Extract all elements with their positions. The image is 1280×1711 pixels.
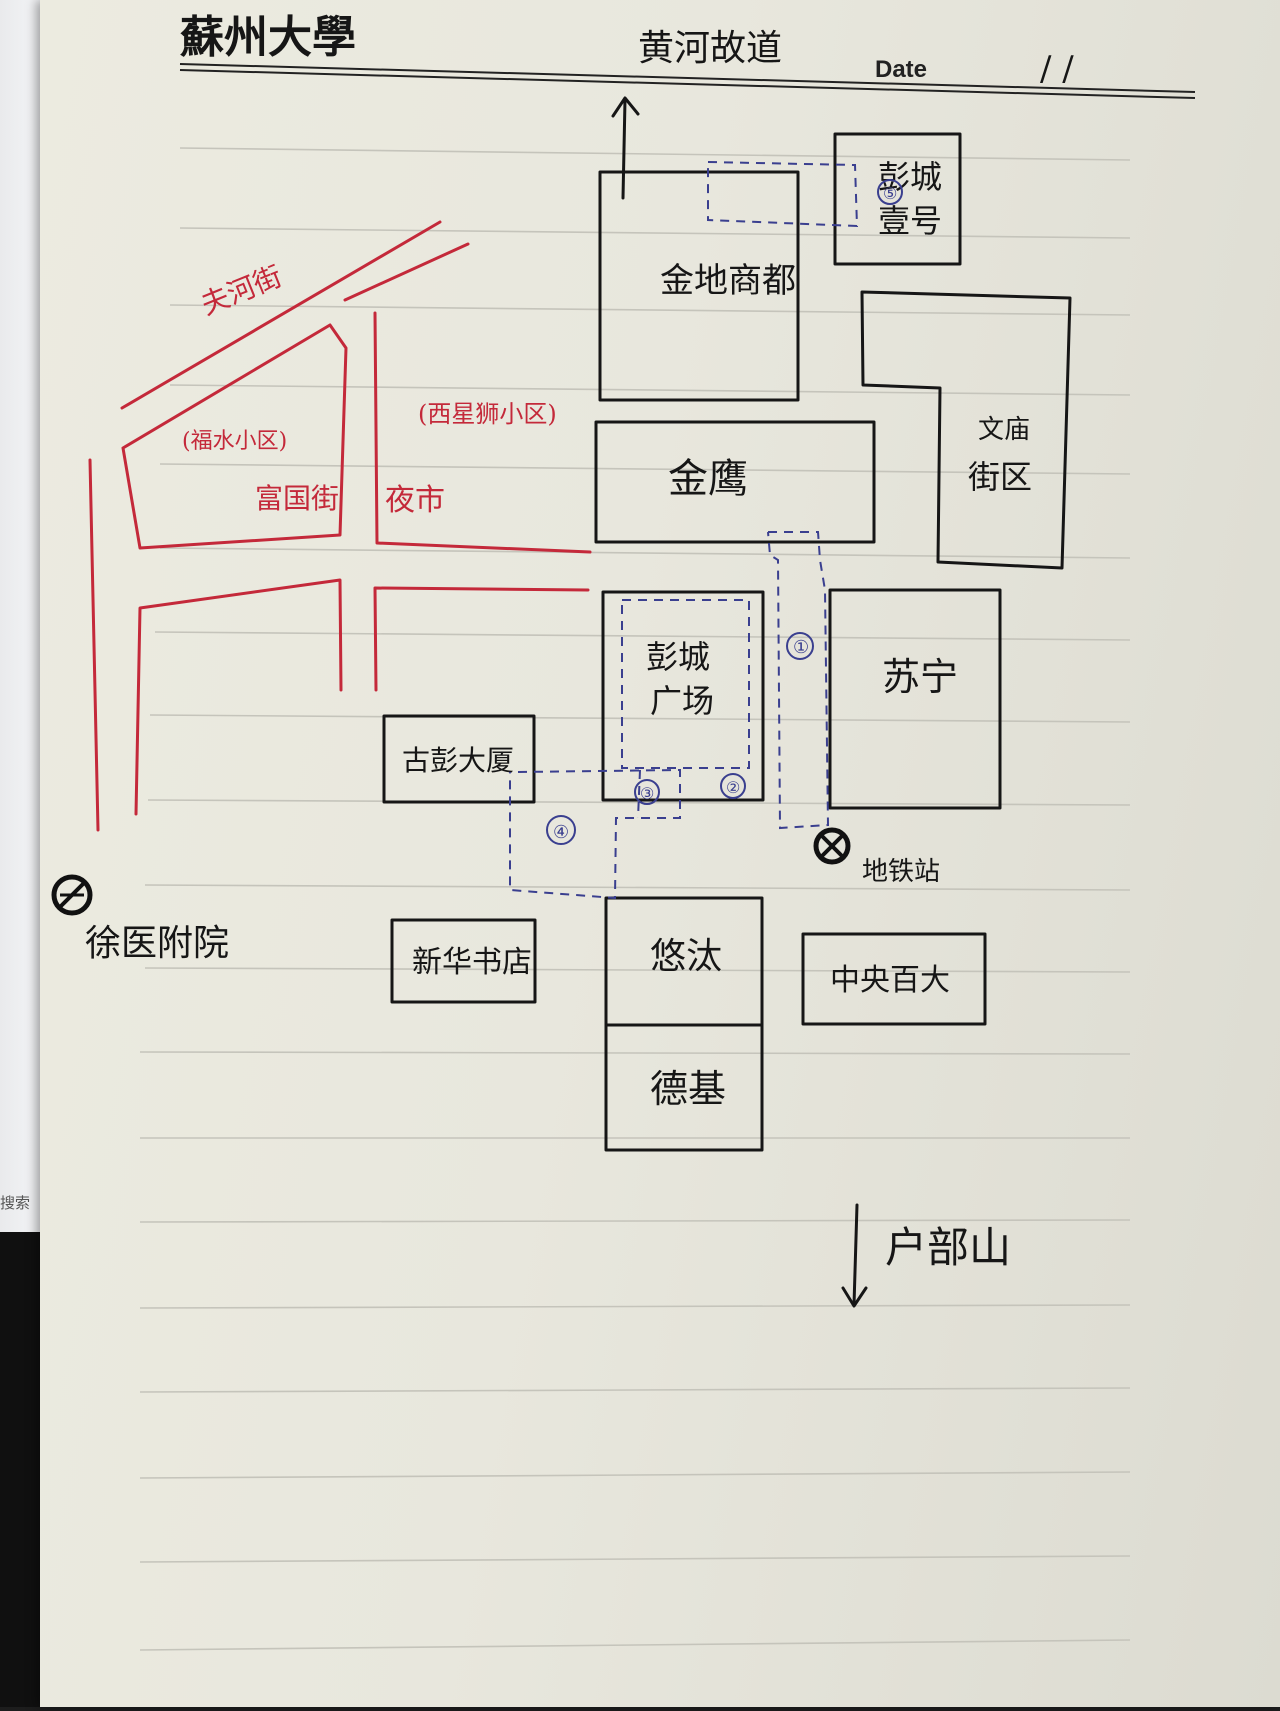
building-label: 德基 <box>650 1067 726 1111</box>
header-rule-bottom <box>179 69 1196 99</box>
block-outline <box>134 578 343 816</box>
university-logo: 蘇州大學 <box>180 12 356 63</box>
building-deji <box>604 1023 764 1152</box>
building-label: 街区 <box>968 458 1032 496</box>
marker-label: ③ <box>640 784 654 803</box>
passage-5 <box>707 161 859 228</box>
building-gupeng <box>382 714 536 804</box>
block-outline <box>373 586 590 692</box>
marker-label: ① <box>793 637 809 658</box>
marker-1 <box>786 632 814 660</box>
metro-label: 地铁站 <box>862 857 940 887</box>
passage-3 <box>637 769 641 819</box>
north-arrow-icon <box>611 96 640 200</box>
building-label: 苏宁 <box>882 655 958 699</box>
marker-4 <box>546 815 576 845</box>
area-label: (西星狮小区) <box>418 400 557 428</box>
hospital-icon <box>51 874 93 916</box>
notebook-page: 蘇州大學 黄河故道 Date / / 夫河街 (福水小区) 富国街 (西星狮小区… <box>40 0 1280 1707</box>
building-label: 悠汰 <box>650 936 722 977</box>
building-label: 古彭大厦 <box>402 744 514 777</box>
building-xinhua <box>390 918 537 1004</box>
marker-3 <box>634 779 660 805</box>
street-label: 夜市 <box>385 483 445 518</box>
screen-dark-area <box>0 1232 40 1707</box>
building-suning <box>828 588 1002 810</box>
marker-label: ② <box>726 778 740 797</box>
street-line <box>343 242 470 302</box>
building-label: 文庙 <box>978 415 1030 445</box>
page-topic: 黄河故道 <box>638 28 782 69</box>
passage-1 <box>767 531 830 830</box>
building-jindi <box>598 170 800 402</box>
street-line <box>88 458 100 832</box>
building-label: 中央百大 <box>830 963 950 998</box>
passage-4 <box>509 768 681 900</box>
building-label: 广场 <box>650 682 714 720</box>
building-label: 彭城 <box>878 158 942 196</box>
ruled-lines <box>139 147 1131 1651</box>
building-pengcheng-yihao <box>833 132 962 266</box>
hospital-label: 徐医附院 <box>85 923 229 964</box>
marker-label: ④ <box>553 822 569 843</box>
building-label: 壹号 <box>878 202 942 240</box>
search-label: 搜索 <box>0 1194 31 1212</box>
building-label: 新华书店 <box>412 945 532 980</box>
plaza-dashed-outline <box>621 599 750 769</box>
street-label: 富国街 <box>255 482 339 515</box>
building-label: 彭城 <box>646 638 710 676</box>
building-zhongyang <box>801 932 987 1026</box>
date-value: / / <box>1040 49 1074 89</box>
block-outline <box>373 311 592 554</box>
block-outline <box>121 323 348 550</box>
area-label: (福水小区) <box>182 429 287 454</box>
building-pengcheng-plaza <box>601 590 765 802</box>
building-jinying <box>594 420 876 544</box>
hand-drawn-map: 蘇州大學 黄河故道 Date / / 夫河街 (福水小区) 富国街 (西星狮小区… <box>51 12 1196 1651</box>
building-label: 金鹰 <box>668 456 748 502</box>
header: 蘇州大學 黄河故道 Date / / <box>179 12 1196 99</box>
hubu-hill-label: 户部山 <box>885 1223 1011 1272</box>
underground-passages: ① ② ③ ④ ⑤ <box>509 161 903 900</box>
street-label: 夫河街 <box>196 259 286 321</box>
south-arrow-icon <box>841 1203 868 1308</box>
marker-2 <box>720 773 746 799</box>
header-rule-top <box>179 63 1196 93</box>
marker-label: ⑤ <box>883 184 897 203</box>
red-streets: 夫河街 (福水小区) 富国街 (西星狮小区) 夜市 <box>88 220 592 832</box>
street-line <box>120 220 442 410</box>
date-label: Date <box>875 56 927 83</box>
building-label: 金地商都 <box>660 261 796 301</box>
buildings: 金地商都 彭城 壹号 金鹰 文庙 街区 彭城 广场 苏宁 古彭大厦 新华书店 悠… <box>382 132 1072 1152</box>
building-wenmiao <box>860 290 1072 570</box>
marker-5 <box>877 179 903 205</box>
metro-icon <box>813 827 851 865</box>
